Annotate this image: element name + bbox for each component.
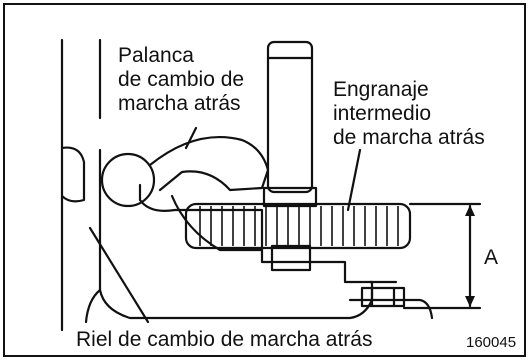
dimension-arrow-down (465, 296, 475, 307)
idler-gear-label-line-2: intermedio (333, 102, 432, 125)
idler-shaft (266, 40, 314, 194)
lever-pivot (100, 152, 156, 208)
lever-label-line-2: de cambio de (118, 68, 245, 91)
idler-gear-label: Engranaje intermedio de marcha atrás (333, 78, 485, 150)
gear-hub (270, 244, 312, 272)
rail-label: Riel de cambio de marcha atrás (76, 328, 373, 351)
lever-label-line-3: marcha atrás (118, 92, 241, 115)
left-bracket (60, 146, 86, 203)
mounting-bolt (360, 280, 406, 308)
idler-gear-label-line-3: de marcha atrás (333, 126, 485, 149)
dimension-arrow-up (465, 205, 475, 216)
dimension-label: A (484, 246, 499, 269)
lever-leader (184, 126, 198, 150)
reverse-idler-gear (184, 202, 412, 250)
gear-leader (346, 148, 362, 212)
gear-teeth (199, 206, 399, 246)
lever-label: Palanca de cambio de marcha atrás (118, 44, 244, 116)
shaft-collar (262, 186, 318, 208)
figure-code: 160045 (466, 334, 517, 351)
idler-gear-label-line-1: Engranaje (333, 78, 429, 101)
lever-label-line-1: Palanca (118, 44, 194, 67)
housing-wall (60, 38, 102, 332)
reverse-shift-lever (148, 135, 270, 192)
rail-leader (88, 226, 150, 324)
